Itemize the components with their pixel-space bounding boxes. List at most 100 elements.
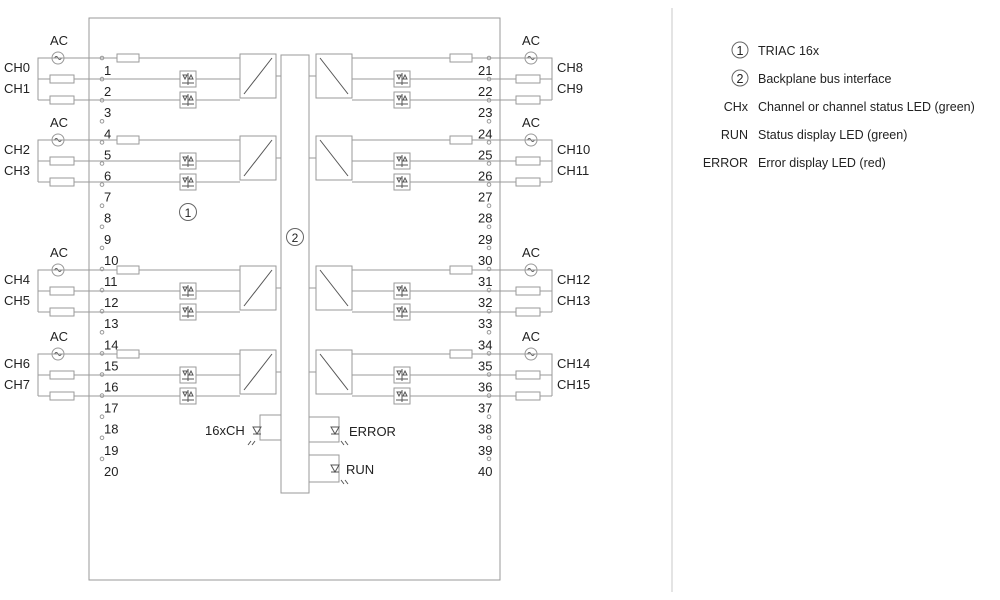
- channel-label: CH14: [557, 356, 590, 371]
- led-16xch-label: 16xCH: [205, 423, 245, 438]
- pin-label: 3: [104, 105, 111, 120]
- legend-callout-circle: [731, 41, 749, 59]
- channel-label: CH10: [557, 142, 590, 157]
- pin-dot: [99, 330, 105, 335]
- pin-label: 31: [478, 274, 492, 289]
- fuse: [116, 349, 140, 359]
- load-resistor: [49, 391, 75, 401]
- fuse: [449, 135, 473, 145]
- load-resistor: [515, 95, 541, 105]
- callout-bus: 2: [292, 231, 299, 245]
- load-resistor: [49, 286, 75, 296]
- pin-label: 40: [478, 464, 492, 479]
- pin-label: 20: [104, 464, 118, 479]
- ac-label: AC: [50, 115, 68, 130]
- ac-label: AC: [522, 329, 540, 344]
- callout-triac-circle: [179, 203, 197, 221]
- led-error: [309, 416, 349, 446]
- pin-label: 35: [478, 358, 492, 373]
- load-resistor: [49, 177, 75, 187]
- legend-callout-circle: [731, 69, 749, 87]
- load-resistor: [515, 370, 541, 380]
- load-resistor: [515, 156, 541, 166]
- led-run-label: RUN: [346, 462, 374, 477]
- ac-label: AC: [522, 33, 540, 48]
- legend-text: Backplane bus interface: [758, 72, 891, 86]
- legend-key: 2: [737, 72, 744, 86]
- pin-dot: [99, 182, 105, 187]
- ac-label: AC: [522, 245, 540, 260]
- pin-dot: [486, 351, 492, 356]
- load-resistor: [49, 156, 75, 166]
- pin-label: 18: [104, 422, 118, 437]
- pin-label: 15: [104, 358, 118, 373]
- legend-key: RUN: [721, 128, 748, 142]
- pin-label: 27: [478, 190, 492, 205]
- ac-label: AC: [522, 115, 540, 130]
- pin-dot: [99, 161, 105, 166]
- channel-label: CH1: [4, 81, 30, 96]
- channel-label: CH15: [557, 377, 590, 392]
- load-resistor: [49, 74, 75, 84]
- pin-label: 33: [478, 316, 492, 331]
- fuse: [449, 265, 473, 275]
- channel-label: CH12: [557, 272, 590, 287]
- pin-dot: [486, 203, 492, 208]
- pin-dot: [99, 119, 105, 124]
- legend-text: Error display LED (red): [758, 156, 886, 170]
- pin-label: 25: [478, 147, 492, 162]
- pin-label: 32: [478, 295, 492, 310]
- legend-item: ERROR Error display LED (red): [703, 156, 886, 170]
- load-resistor: [515, 307, 541, 317]
- pin-label: 13: [104, 316, 118, 331]
- channel-label: CH4: [4, 272, 30, 287]
- pin-label: 11: [104, 274, 118, 289]
- legend-item: 2 Backplane bus interface: [731, 69, 891, 87]
- led-16xch: [247, 414, 281, 446]
- load-resistor: [49, 307, 75, 317]
- pin-label: 30: [478, 253, 492, 268]
- load-resistor: [49, 95, 75, 105]
- led-error-label: ERROR: [349, 424, 396, 439]
- pin-dot: [486, 182, 492, 187]
- legend-key: CHx: [724, 100, 749, 114]
- pin-dot: [99, 435, 105, 441]
- pin-label: 23: [478, 105, 492, 120]
- pin-label: 19: [104, 443, 118, 458]
- pin-label: 7: [104, 190, 111, 205]
- load-resistor: [49, 370, 75, 380]
- channel-label: CH2: [4, 142, 30, 157]
- legend-text: TRIAC 16x: [758, 44, 820, 58]
- callout-bus-circle: [286, 228, 304, 246]
- fuse: [116, 265, 140, 275]
- pin-label: 39: [478, 443, 492, 458]
- pin-label: 14: [104, 337, 118, 352]
- pin-label: 24: [478, 126, 492, 141]
- ac-label: AC: [50, 33, 68, 48]
- pin-label: 1: [104, 63, 111, 78]
- pin-label: 29: [478, 232, 492, 247]
- pin-label: 22: [478, 84, 492, 99]
- pin-label: 17: [104, 401, 118, 416]
- pin-dot: [99, 351, 105, 356]
- pin-label: 34: [478, 337, 492, 352]
- channel-label: CH6: [4, 356, 30, 371]
- legend-key: ERROR: [703, 156, 748, 170]
- pin-dot: [99, 224, 105, 230]
- pin-dot: [486, 119, 492, 124]
- pin-label: 21: [478, 63, 492, 78]
- pin-dot: [486, 435, 492, 441]
- pin-dot: [99, 245, 105, 251]
- pin-label: 26: [478, 169, 492, 184]
- legend-text: Status display LED (green): [758, 128, 907, 142]
- pin-dot: [486, 414, 492, 420]
